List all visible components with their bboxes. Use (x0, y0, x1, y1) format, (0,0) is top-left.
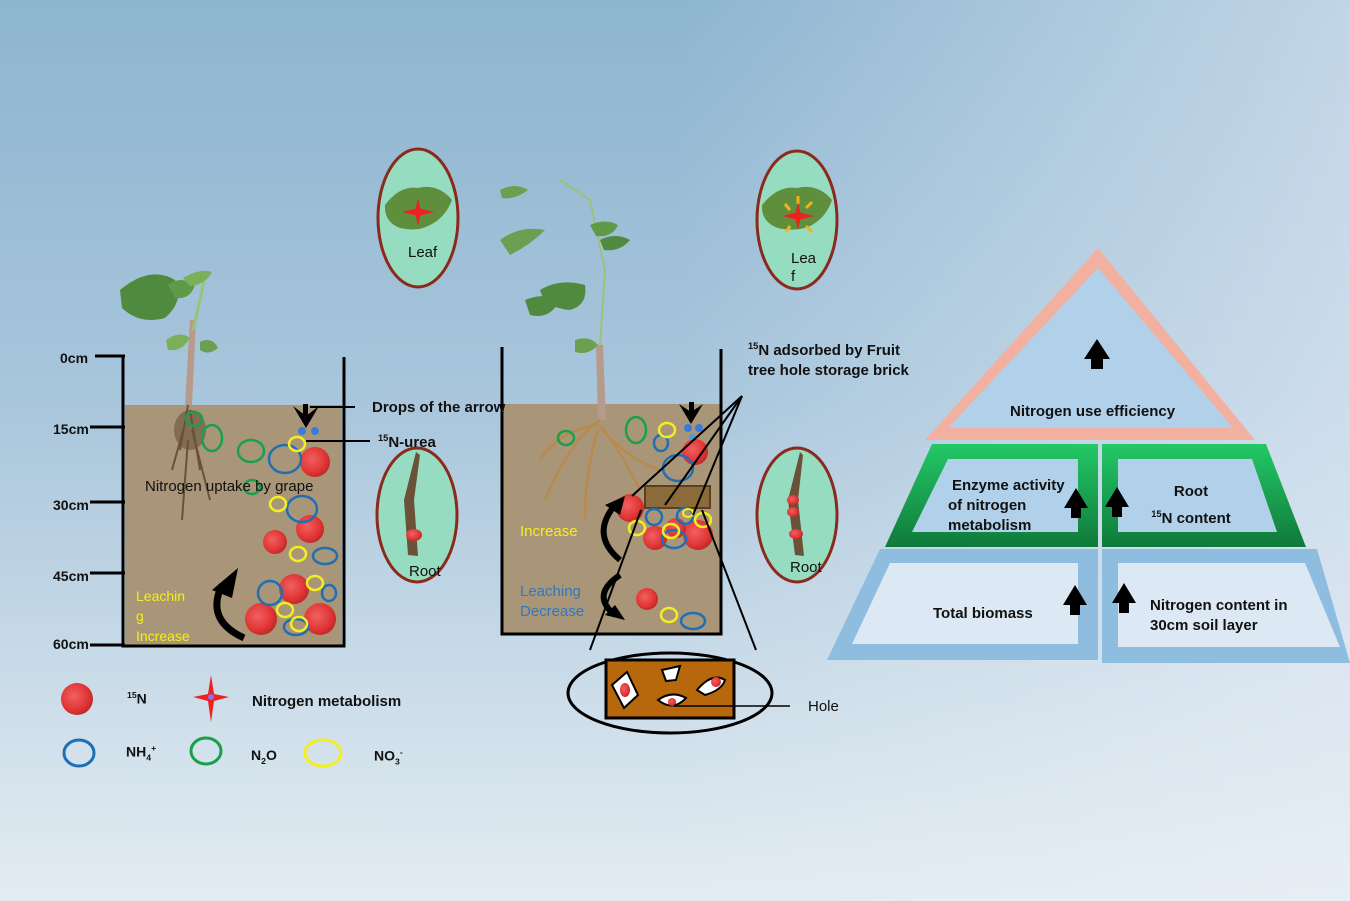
nh4-sub: 4 (146, 752, 152, 763)
right-leaching-label: Leaching Decrease (520, 582, 584, 622)
n15-sup: 15 (127, 690, 137, 700)
pyramid-top-label: Nitrogen use efficiency (1010, 403, 1176, 420)
leaching-line-1: Leaching (520, 583, 581, 600)
no3-sub: 3 (395, 756, 400, 767)
pyramid-mid-left-label: Enzyme activity of nitrogen metabolism (948, 476, 1065, 536)
root-right-label: Root (790, 559, 822, 576)
depth-label-45: 45cm (53, 568, 89, 584)
depth-label-0: 0cm (60, 350, 89, 366)
uptake-label: Nitrogen uptake by grape (145, 478, 314, 495)
pyramid-bottom-right-label: Nitrogen content in 30cm soil layer (1150, 596, 1288, 636)
mid-left-line-3: metabolism (948, 517, 1032, 534)
leaf-left-label: Leaf (408, 244, 438, 261)
pyramid (827, 248, 1350, 663)
root-inset-right (755, 446, 839, 584)
n2o-legend-icon (189, 736, 223, 766)
no3-legend-icon (303, 738, 343, 768)
leaf-right-label: Lea f (791, 250, 816, 286)
mid-left-line-1: Enzyme activity (952, 477, 1065, 494)
mid-left-line-2: of nitrogen (948, 497, 1027, 514)
n2o-a: N (251, 747, 262, 763)
mid-right-sup: 15 (1151, 509, 1162, 519)
legend-n2o: N2O (251, 747, 277, 766)
left-leaching-label: Leachin g Increase (136, 586, 190, 646)
n15-text: N (136, 690, 147, 707)
brick-line-2: tree hole storage brick (748, 362, 909, 379)
brick-detail (566, 651, 790, 735)
left-pot (90, 270, 370, 648)
n2o-b: O (265, 747, 277, 763)
leaf-right-line-1: Lea (791, 250, 817, 267)
nh4-text: NH (126, 743, 147, 760)
n15-legend-icon (61, 683, 93, 715)
right-pot (500, 179, 757, 651)
legend-n15: 15N (127, 690, 147, 707)
nh4-sup: + (151, 743, 157, 753)
root-inset-left (375, 446, 459, 584)
nh4-legend-icon (62, 738, 96, 768)
leaching-line-2: Decrease (520, 603, 585, 620)
bottom-right-line-2: 30cm soil layer (1150, 617, 1258, 634)
brick-sup: 15 (748, 341, 759, 351)
bottom-right-line-1: Nitrogen content in (1150, 597, 1288, 614)
urea-sup: 15 (378, 433, 389, 443)
legend-no3: NO3- (374, 747, 403, 766)
pyramid-mid-right-label: Root 15N content (1146, 481, 1236, 530)
leaching-line-1: Leachin (136, 588, 186, 604)
mid-right-line-2: N content (1161, 510, 1231, 527)
mid-right-line-1: Root (1173, 483, 1209, 500)
leaf-inset-left (376, 147, 460, 289)
leaching-line-2: g (136, 608, 144, 624)
brick-callout: 15N adsorbed by Fruit tree hole storage … (748, 336, 909, 381)
depth-label-60: 60cm (53, 636, 89, 652)
up-arrows (1063, 339, 1136, 615)
leaf-right-line-2: f (791, 268, 796, 285)
depth-label-15: 15cm (53, 421, 89, 437)
brick-line-1: N adsorbed by Fruit (758, 342, 901, 359)
urea-callout: 15N-urea (378, 433, 436, 451)
no3-text: NO (374, 747, 395, 764)
legend-nh4: NH4+ (126, 743, 156, 762)
root-left-label: Root (409, 563, 441, 580)
leaf-inset-right (755, 149, 839, 291)
hole-label: Hole (808, 698, 839, 715)
drops-callout: Drops of the arrow (372, 399, 506, 416)
no3-sup: - (399, 747, 403, 757)
legend-icons (61, 675, 343, 768)
leaching-line-3: Increase (136, 628, 190, 644)
pyramid-bottom-left-label: Total biomass (933, 605, 1033, 622)
left-grape-plant (120, 270, 218, 521)
n2o-sub: 2 (261, 755, 266, 766)
depth-label-30: 30cm (53, 497, 89, 513)
increase-label: Increase (520, 523, 578, 540)
urea-text: N-urea (388, 434, 436, 451)
legend-metabolism: Nitrogen metabolism (252, 693, 402, 710)
